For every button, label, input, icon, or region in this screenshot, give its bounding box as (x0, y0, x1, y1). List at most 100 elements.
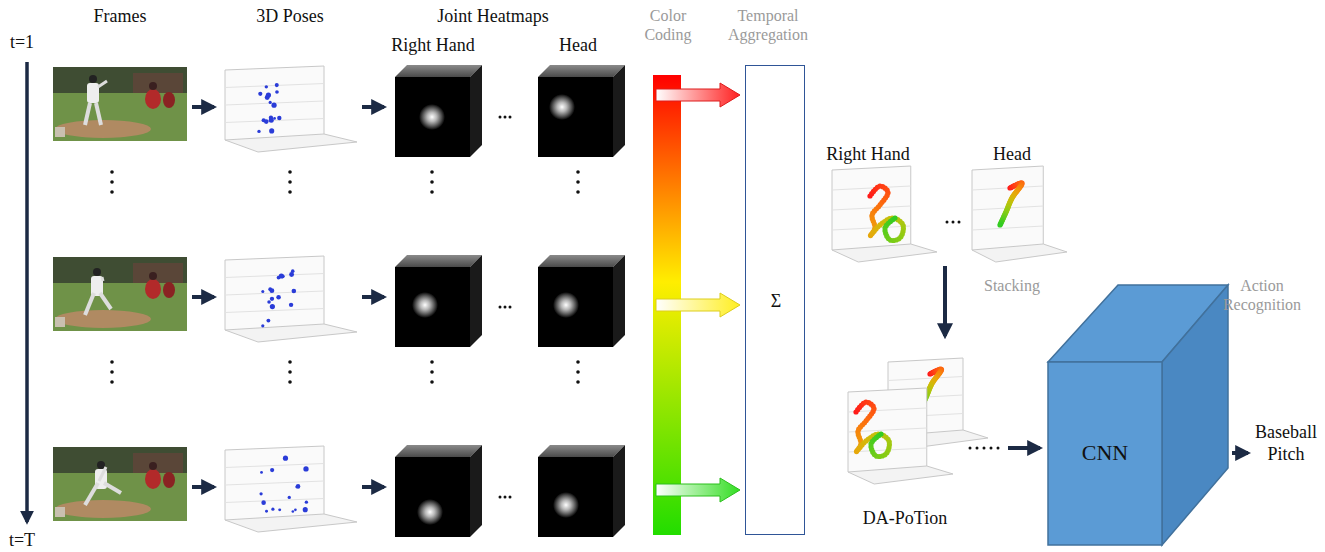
drawing-part (832, 166, 911, 250)
heatmap-cube (538, 445, 625, 537)
ellipsis-dot (110, 180, 114, 184)
drawing-part (279, 273, 284, 278)
ellipsis-dot (288, 380, 292, 384)
3d-plot (225, 446, 357, 532)
drawing-part (848, 466, 953, 484)
ellipsis-dot (576, 380, 580, 384)
drawing-part (553, 492, 579, 518)
drawing-part (102, 277, 103, 281)
drawing-part (277, 116, 281, 120)
drawing-part (288, 496, 291, 499)
drawing-part (270, 468, 274, 472)
drawing-part (848, 388, 927, 472)
drawing-part (1048, 362, 1162, 545)
flow-arrow (192, 295, 214, 299)
drawing-part (264, 119, 269, 124)
drawing-part (261, 290, 264, 293)
ellipsis-dot (430, 360, 434, 364)
caption-label: Right Hand (391, 35, 475, 57)
color-arrow (656, 478, 740, 502)
ellipsis-dot (504, 306, 507, 309)
heatmap-cube (538, 255, 625, 347)
ellipsis-dot (983, 447, 986, 450)
step-label: Stacking (984, 276, 1040, 295)
ellipsis-dot (499, 116, 502, 119)
drawing-part (305, 500, 308, 503)
drawing-part (225, 481, 324, 485)
drawing-part (538, 77, 613, 157)
drawing-part (395, 457, 470, 537)
drawing-part (275, 90, 279, 94)
ellipsis-dot (288, 170, 292, 174)
ellipsis-dot (499, 496, 502, 499)
drawing-part (225, 499, 324, 503)
flow-arrow (1008, 446, 1040, 450)
drawing-part (225, 446, 324, 520)
ellipsis-dot (976, 447, 979, 450)
drawing-part (104, 483, 121, 493)
drawing-part (260, 471, 263, 474)
cube-outline (1046, 283, 1232, 547)
ellipsis-dot (110, 380, 114, 384)
drawing-part (55, 507, 65, 517)
ellipsis-dot (110, 170, 114, 174)
drawing-part (53, 257, 187, 283)
video-frame (53, 67, 187, 141)
drawing-part (225, 514, 357, 532)
3d-plot (832, 166, 937, 262)
ellipsis-dot (576, 370, 580, 374)
drawing-part (55, 500, 151, 518)
drawing-part (888, 377, 963, 381)
drawing-part (257, 130, 260, 133)
cnn-cube: CNN (1046, 283, 1232, 547)
drawing-part (470, 65, 482, 157)
drawing-part (265, 510, 268, 513)
drawing-part (395, 267, 470, 347)
heatmap-cube (395, 255, 482, 347)
caption-label: Joint Heatmaps (437, 6, 548, 28)
drawing-part (289, 272, 294, 277)
drawing-part (53, 67, 187, 93)
drawing-part (295, 486, 298, 489)
flow-arrow (1232, 451, 1248, 455)
drawing-part (85, 103, 90, 125)
ellipsis-dot (288, 180, 292, 184)
ellipsis-dot (946, 221, 949, 224)
ellipsis-dot (509, 496, 512, 499)
drawing-part (85, 293, 94, 315)
drawing-part (258, 92, 262, 96)
drawing-part (395, 445, 482, 457)
drawing-part (832, 226, 911, 230)
drawing-part (267, 300, 271, 304)
ellipsis-dot (509, 116, 512, 119)
drawing-part (271, 103, 276, 108)
drawing-part (225, 66, 324, 140)
drawing-part (225, 291, 324, 295)
drawing-part (294, 508, 297, 511)
drawing-part (149, 82, 157, 90)
drawing-part (269, 288, 274, 293)
heatmap-cube (395, 65, 482, 157)
drawing-part (261, 500, 266, 505)
trajectory-dot (997, 222, 1002, 227)
trajectory-dot (878, 431, 883, 436)
flow-arrow (362, 485, 384, 489)
drawing-part (53, 447, 187, 521)
drawing-part (133, 73, 183, 93)
drawing-part (225, 84, 324, 88)
drawing-part (292, 289, 297, 294)
drawing-part (538, 255, 625, 267)
ellipsis-dot (576, 170, 580, 174)
drawing-part (163, 472, 175, 488)
drawing-part (133, 453, 183, 473)
caption-label: Head (993, 144, 1031, 166)
ellipsis-dot (958, 221, 961, 224)
ellipsis-dot (969, 447, 972, 450)
drawing-part (145, 89, 161, 109)
ellipsis-dot (288, 190, 292, 194)
drawing-part (261, 324, 264, 327)
drawing-part (53, 447, 187, 473)
drawing-part (55, 127, 65, 137)
3d-plot (848, 388, 953, 484)
ellipsis-dot (504, 496, 507, 499)
